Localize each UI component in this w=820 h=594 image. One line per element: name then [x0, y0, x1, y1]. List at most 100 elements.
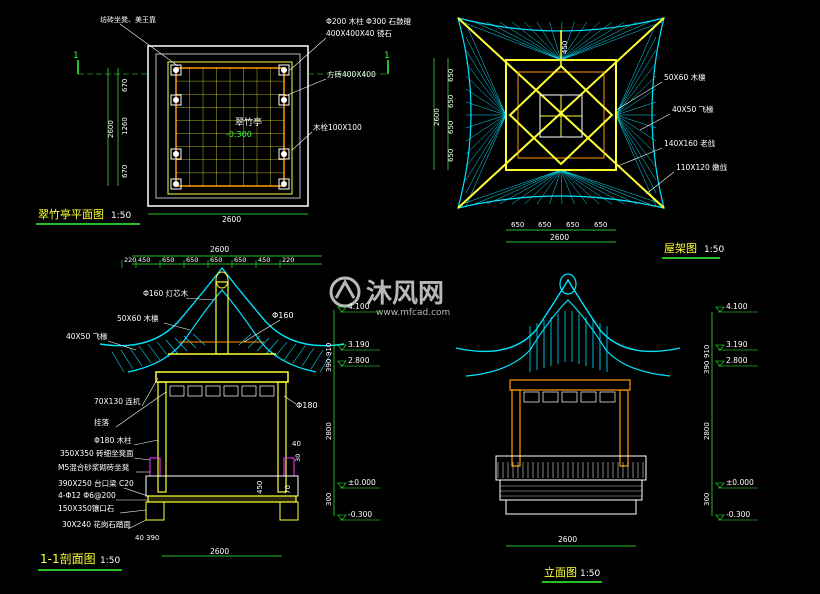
roof-rafter — [474, 169, 562, 205]
elevation-view: 910 390 2800 300 4.1003.1902.800±0.000-0… — [455, 273, 758, 583]
plan-outer-platform — [147, 45, 309, 207]
roof-callout-old-hip: 140X160 老戗 — [664, 138, 716, 148]
section-column-left — [157, 381, 167, 493]
elevation-railing — [495, 455, 647, 481]
roof-rafter — [474, 21, 562, 61]
section-king-post — [215, 281, 229, 355]
section-gap-dim-3: 450 — [256, 481, 264, 494]
plan-scale: 1:50 — [111, 211, 131, 221]
roof-leader-2 — [639, 113, 671, 131]
section-level-arrow — [337, 306, 347, 313]
roof-rafter — [615, 114, 657, 207]
elevation-level-value: 2.800 — [726, 356, 748, 365]
section-rafter — [111, 351, 125, 373]
roof-dim-bottom-3: 650 — [566, 221, 579, 229]
section-level-value: 2.800 — [348, 356, 370, 365]
section-dim-v-1: 910 — [325, 343, 333, 356]
plan-column-dot — [281, 67, 287, 73]
section-callout-4: 挂落 — [94, 417, 109, 427]
plan-column-dot — [173, 67, 179, 73]
elevation-railing-bars — [497, 462, 644, 478]
plan-callout-stone: 400X400X40 镜石 — [326, 28, 392, 38]
roof-rafter — [560, 21, 588, 61]
plan-section-mark-left: 1 — [73, 51, 79, 61]
plan-center-level: -0.300 — [226, 130, 252, 139]
section-dim-top-value: 220 — [124, 256, 136, 264]
elevation-level-value: 3.190 — [726, 340, 748, 349]
plan-callout-tile: 方砖400X400 — [327, 69, 376, 79]
section-level-value: 3.190 — [348, 340, 370, 349]
elevation-fret-cell — [561, 391, 578, 403]
section-callout-1: 50X60 木檩 — [117, 313, 159, 323]
section-fret-cell — [205, 385, 221, 397]
section-column-right — [277, 381, 287, 493]
roof-rafter — [615, 114, 657, 129]
section-footing-right — [279, 501, 299, 521]
section-platform — [145, 475, 299, 497]
section-callout-9: 4-Φ12 Φ6@200 — [58, 491, 116, 500]
roof-rafter — [465, 49, 507, 116]
plan-column-base — [278, 148, 290, 160]
plan-column-base — [170, 148, 182, 160]
roof-rafter — [486, 21, 562, 61]
roof-dim-left-2: 650 — [447, 95, 455, 108]
roof-rafter — [560, 169, 625, 205]
roof-rafter — [615, 114, 657, 194]
roof-rafter — [560, 21, 625, 61]
plan-dim-left-total: 2600 — [107, 120, 115, 138]
elevation-roof-tiles — [529, 311, 608, 372]
plan-column-base — [170, 94, 182, 106]
roof-rafter — [465, 62, 507, 116]
roof-scale: 1:50 — [704, 245, 724, 255]
plan-center-label: 翠竹亭 — [235, 116, 262, 128]
section-callout-5: Φ180 木柱 — [94, 435, 132, 445]
section-level-value: 4.100 — [348, 302, 370, 311]
plan-inner-edge — [155, 53, 301, 199]
section-rafter — [274, 341, 288, 358]
elevation-scale: 1:50 — [580, 569, 600, 579]
section-rafter — [310, 349, 324, 370]
section-dim-v-3: 2800 — [325, 422, 333, 440]
section-rafter — [256, 337, 270, 352]
plan-column-base — [170, 64, 182, 76]
elevation-dim-v-3: 2800 — [703, 422, 711, 440]
roof-dim-bottom-2: 650 — [538, 221, 551, 229]
roof-rafter — [615, 36, 657, 116]
elevation-level-arrow — [715, 344, 725, 351]
elevation-column-left — [511, 389, 521, 467]
roof-rafter — [615, 114, 657, 181]
section-leader-4 — [115, 391, 167, 428]
roof-rafter — [465, 114, 507, 142]
elevation-level-arrow — [715, 306, 725, 313]
roof-rafter — [465, 75, 507, 116]
elevation-dim-v-1: 910 — [703, 345, 711, 358]
plan-callout-column: Φ200 木柱 Φ300 石鼓磴 — [326, 16, 412, 26]
roof-rafter-lines — [461, 21, 663, 207]
roof-diamond-frame — [508, 64, 614, 166]
section-rafter — [156, 341, 170, 358]
plan-dim-left-1: 670 — [121, 79, 129, 92]
section-leader-d160 — [243, 319, 281, 343]
plan-title: 翠竹亭平面图 — [38, 207, 104, 221]
roof-rafter — [486, 169, 562, 205]
section-level-arrow — [337, 344, 347, 351]
plan-column-dot — [281, 181, 287, 187]
roof-rafter — [536, 21, 562, 61]
section-rafter — [192, 333, 206, 346]
plan-callout-bench: 坊砖坐凳、美王靠 — [100, 15, 156, 24]
roof-dim-left-1: 650 — [447, 69, 455, 82]
roof-rafter — [615, 88, 657, 116]
roof-leader-4 — [645, 171, 675, 195]
elevation-level-arrow — [715, 482, 725, 489]
roof-rafter — [461, 169, 562, 205]
roof-rafter — [560, 169, 600, 205]
plan-column-base — [278, 178, 290, 190]
section-fret-cell — [169, 385, 185, 397]
roof-rafter — [560, 21, 638, 61]
roof-dim-left-3: 650 — [447, 121, 455, 134]
section-rafter — [174, 337, 188, 352]
roof-rafter — [524, 21, 562, 61]
section-leader-3 — [141, 377, 159, 407]
